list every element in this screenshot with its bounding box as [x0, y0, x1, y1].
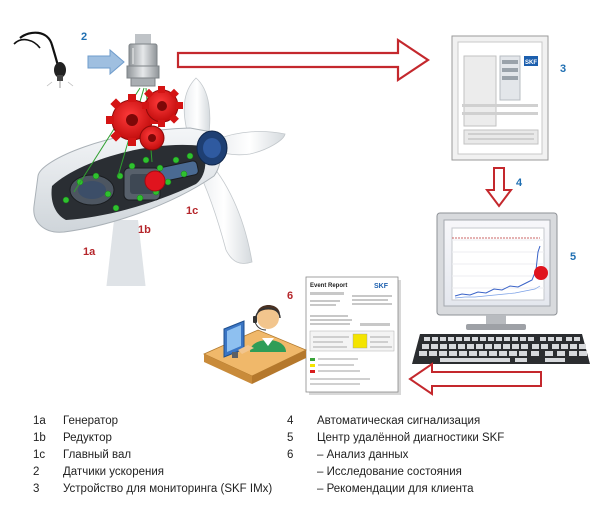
legend-code: 5	[287, 432, 294, 444]
wind-turbine	[33, 77, 286, 292]
label-2: 2	[81, 31, 88, 43]
arrow-computer-to-report	[408, 362, 542, 396]
legend-item: 5 Центр удалённой диагностики SKF	[287, 430, 504, 447]
label-5: 5	[570, 251, 577, 263]
label-1a: 1a	[83, 246, 96, 258]
report-brand: SKF	[374, 283, 389, 290]
diagnostics-computer	[412, 212, 590, 364]
legend-item: 2 Датчики ускорения	[33, 464, 272, 481]
label-6: 6	[287, 290, 294, 302]
legend-item: 1b Редуктор	[33, 430, 272, 447]
legend-item: 3 Устройство для мониторинга (SKF IMx)	[33, 481, 272, 498]
gear-icon	[106, 86, 183, 151]
legend-item: 1a Генератор	[33, 413, 272, 430]
legend-text: – Рекомендации для клиента	[317, 483, 474, 495]
legend-text: – Анализ данных	[317, 449, 409, 461]
arrow-cabinet-to-computer	[485, 167, 513, 208]
legend-text: Редуктор	[63, 432, 112, 444]
monitoring-cabinet	[451, 35, 549, 161]
cabinet-brand: SKF	[525, 60, 537, 66]
legend-code: 4	[287, 415, 294, 427]
legend-text: Центр удалённой диагностики SKF	[317, 432, 505, 444]
legend-code: 6	[287, 449, 294, 461]
arrow-sensor-to-cabinet	[176, 37, 430, 83]
legend-right: 4 Автоматическая сигнализация 5 Центр уд…	[287, 413, 504, 498]
legend-text: – Исследование состояния	[317, 466, 462, 478]
legend-text: Датчики ускорения	[63, 466, 164, 478]
arrow-probe-to-sensor	[87, 48, 125, 76]
legend-item: – Рекомендации для клиента	[287, 481, 504, 498]
probe-icon	[13, 31, 74, 88]
event-report-document	[305, 276, 401, 395]
legend-item: 1c Главный вал	[33, 447, 272, 464]
legend-code: 2	[33, 466, 40, 478]
legend-text: Главный вал	[63, 449, 132, 461]
label-1c: 1c	[186, 205, 199, 217]
legend-code	[287, 464, 317, 481]
accelerometer-sensor-icon	[126, 34, 160, 87]
legend-code: 3	[33, 483, 40, 495]
legend-item: – Исследование состояния	[287, 464, 504, 481]
alarm-indicator	[534, 266, 548, 280]
legend-code	[287, 481, 317, 498]
analyst-workstation-icon	[203, 305, 307, 384]
legend-left: 1a Генератор 1b Редуктор 1c Главный вал …	[33, 413, 272, 498]
legend-text: Устройство для мониторинга (SKF IMx)	[63, 483, 273, 495]
legend-item: 4 Автоматическая сигнализация	[287, 413, 504, 430]
label-1b: 1b	[138, 224, 151, 236]
report-title: Event Report	[310, 283, 347, 289]
legend-text: Автоматическая сигнализация	[317, 415, 481, 427]
label-3: 3	[560, 63, 567, 75]
legend-text: Генератор	[63, 415, 119, 427]
monitoring-diagram: SKF	[13, 31, 590, 396]
legend-code: 1b	[33, 432, 46, 444]
legend-item: 6 – Анализ данных	[287, 447, 504, 464]
legend-code: 1c	[33, 449, 46, 461]
legend-code: 1a	[33, 415, 46, 427]
label-4: 4	[516, 177, 523, 189]
